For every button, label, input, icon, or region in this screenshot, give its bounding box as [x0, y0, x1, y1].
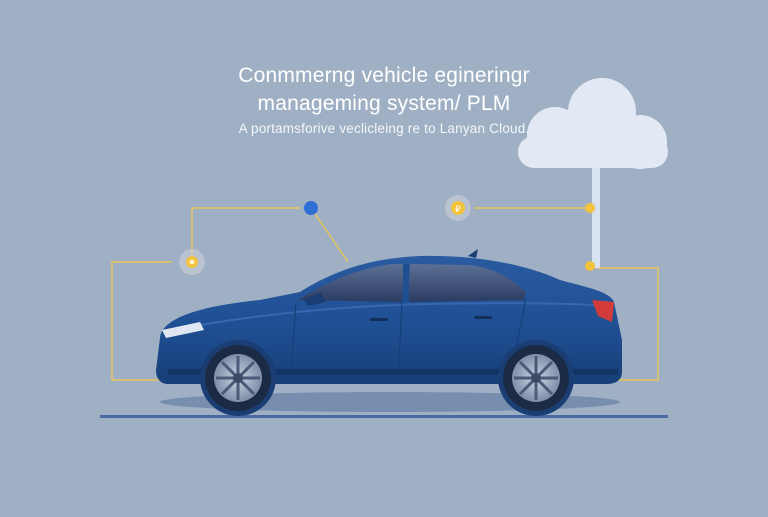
node-blue-top	[304, 201, 318, 215]
cloud-icon	[518, 78, 668, 268]
coin-icon: ₽	[445, 195, 471, 221]
front-wheel	[205, 345, 271, 411]
connector-left	[111, 261, 172, 381]
connector-lines	[111, 207, 659, 381]
connector-blue	[310, 207, 349, 263]
lightbulb-icon	[179, 249, 205, 275]
subtitle: A portamsforive veclicleing re to Lanyan…	[238, 121, 530, 136]
node-right-mid	[585, 261, 595, 271]
ground-line	[100, 415, 668, 418]
connector-right	[596, 267, 659, 381]
svg-text:₽: ₽	[455, 204, 461, 214]
title-line-2: manageming system/ PLM	[257, 92, 511, 115]
node-right-top	[585, 203, 595, 213]
sedan-car	[156, 249, 622, 416]
connector-left-upper	[191, 207, 300, 262]
title-line-1: Conmmerng vehicle egineringr	[238, 64, 530, 87]
rear-wheel	[503, 345, 569, 411]
